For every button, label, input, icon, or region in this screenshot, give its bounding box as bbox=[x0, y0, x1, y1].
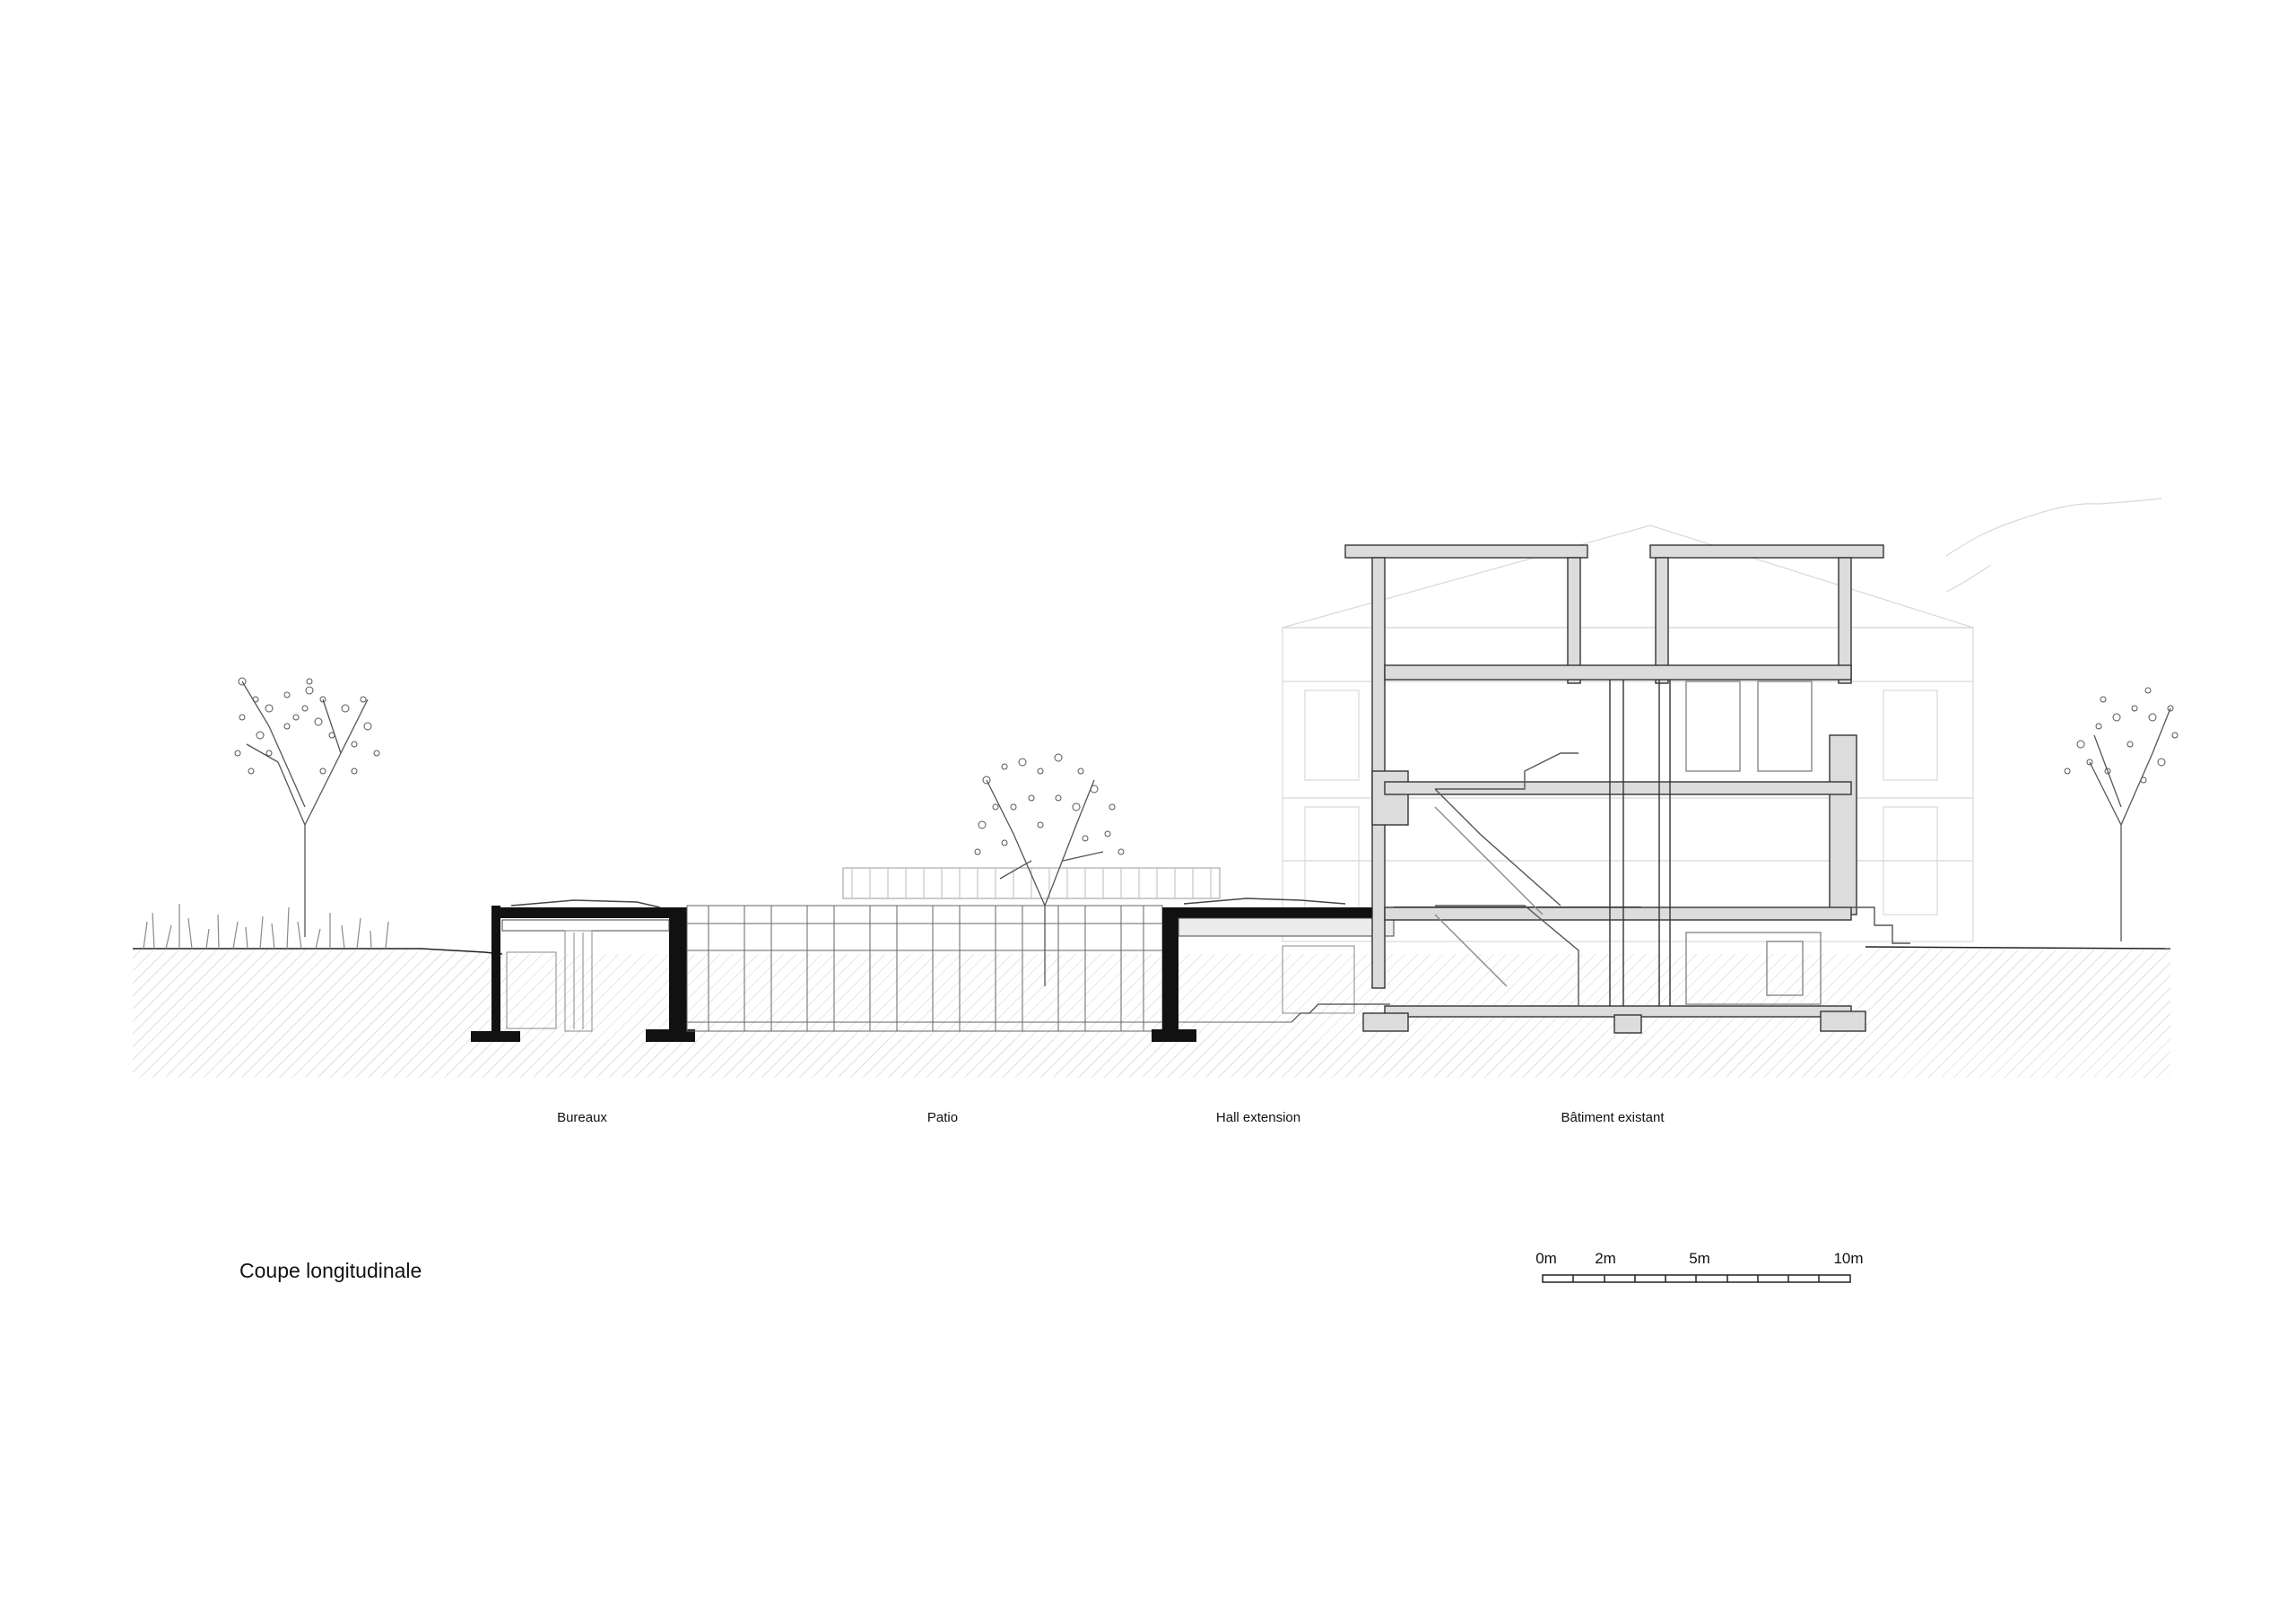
label-hall-extension: Hall extension bbox=[1215, 1110, 1301, 1125]
label-batiment-existant: Bâtiment existant bbox=[1561, 1110, 1665, 1125]
scale-label-2: 2m bbox=[1595, 1250, 1616, 1267]
patio-volume bbox=[686, 867, 1221, 1032]
drawing-title: Coupe longitudinale bbox=[239, 1259, 422, 1282]
existing-building-ghost bbox=[1282, 498, 2162, 942]
bureaux-volume bbox=[471, 899, 695, 1042]
existing-building-section bbox=[1344, 544, 1910, 1034]
tree-patio bbox=[974, 753, 1125, 986]
hall-extension-volume bbox=[1152, 898, 1641, 1042]
scale-label-0: 0m bbox=[1535, 1250, 1557, 1267]
label-patio: Patio bbox=[926, 1110, 959, 1125]
shrubs-left bbox=[143, 904, 389, 950]
scale-label-5: 5m bbox=[1689, 1250, 1710, 1267]
label-bureaux: Bureaux bbox=[557, 1110, 607, 1125]
scale-bar bbox=[1542, 1274, 1851, 1283]
tree-right bbox=[2064, 687, 2179, 941]
scale-label-10: 10m bbox=[1833, 1250, 1864, 1267]
tree-left bbox=[234, 677, 380, 937]
